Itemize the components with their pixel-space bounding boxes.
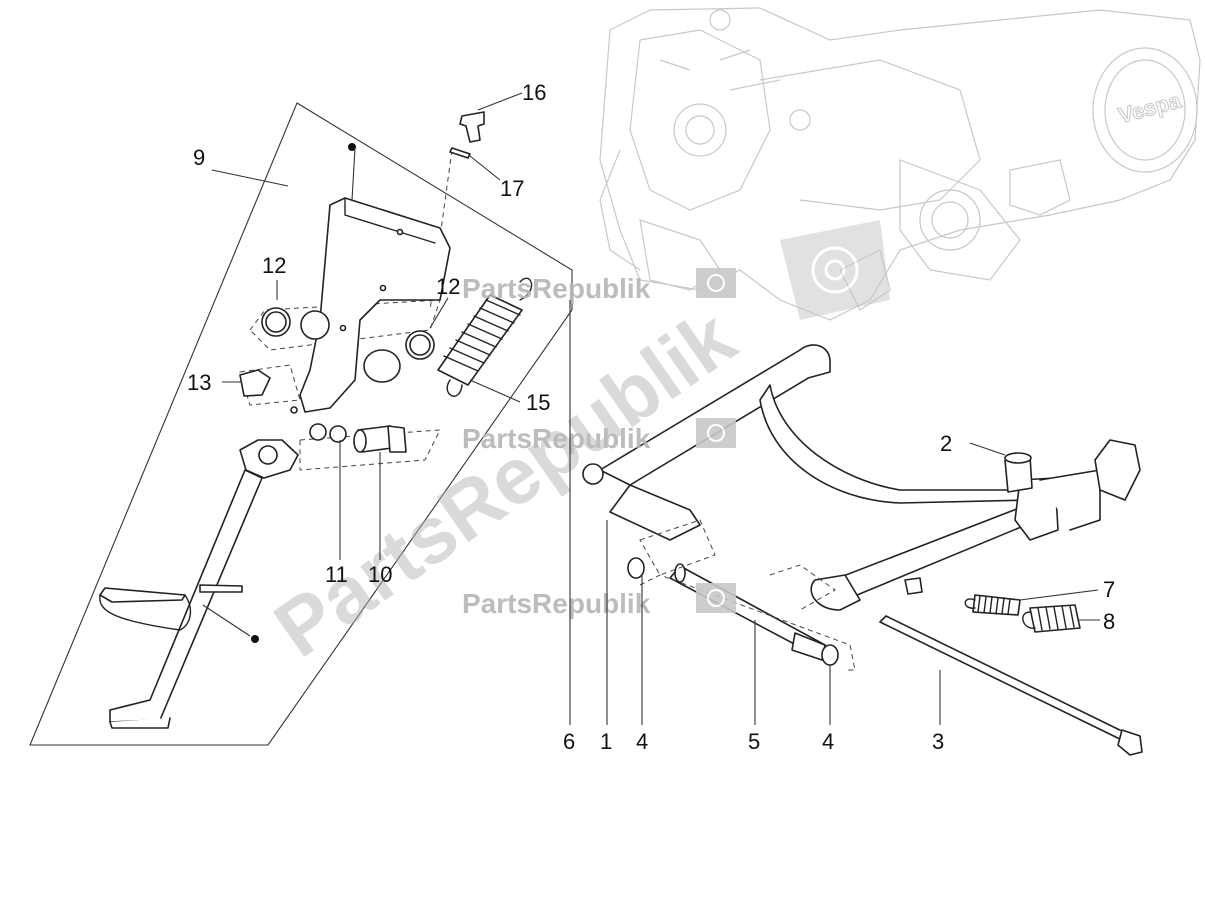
callout-13: 13 [187,370,211,395]
watermark-text-3: PartsRepublik [462,588,651,619]
circlip-left [627,557,645,579]
callout-4-right: 4 [822,729,834,754]
spring-washer [449,147,471,159]
callout-9: 9 [193,145,205,170]
callout-5: 5 [748,729,760,754]
circlip-right [821,644,839,666]
return-spring-b [1022,604,1081,633]
callout-10: 10 [368,562,392,587]
watermark-gear-icon-1 [696,268,736,298]
callout-7: 7 [1103,577,1115,602]
callout-11: 11 [325,562,348,587]
bushing [363,349,401,383]
center-stand-assembly [582,344,1143,756]
callout-labels: 9 12 12 13 16 17 15 11 10 6 1 4 5 4 3 2 … [187,80,1115,754]
stand-bracket [299,197,451,413]
callout-1: 1 [600,729,612,754]
side-stand-leg [99,439,299,729]
engine-brand-logo: Vespa [1116,87,1185,128]
callout-15: 15 [526,390,550,415]
watermark-gear-icon-3 [696,583,736,613]
callout-2: 2 [940,431,952,456]
engine-background: Vespa [599,7,1201,321]
watermark-text-2: PartsRepublik [462,423,651,454]
watermark-text-1: PartsRepublik [462,273,651,304]
stand-spring [437,277,533,397]
callout-6: 6 [563,729,575,754]
pivot-pin [353,425,407,453]
long-bolt [879,615,1143,756]
watermark-big-gear-icon [780,220,890,320]
callout-12-right: 12 [436,274,460,299]
foot-pedal [1094,439,1141,501]
watermark-gear-icon-2 [696,418,736,448]
return-spring-a [964,594,1021,616]
callout-3: 3 [932,729,944,754]
leader-lines [202,92,1100,725]
callout-17: 17 [500,176,524,201]
side-stand-group [29,102,573,746]
stand-bush [582,463,604,485]
group-outline [29,102,573,746]
callout-4-left: 4 [636,729,648,754]
callout-16: 16 [522,80,546,105]
washer-a [309,423,327,441]
stand-bolt [459,111,485,143]
pivot-shaft [669,563,826,661]
rubber-clip [239,369,271,397]
callout-8: 8 [1103,609,1115,634]
callout-12-left: 12 [262,253,286,278]
washer-b [329,425,347,443]
